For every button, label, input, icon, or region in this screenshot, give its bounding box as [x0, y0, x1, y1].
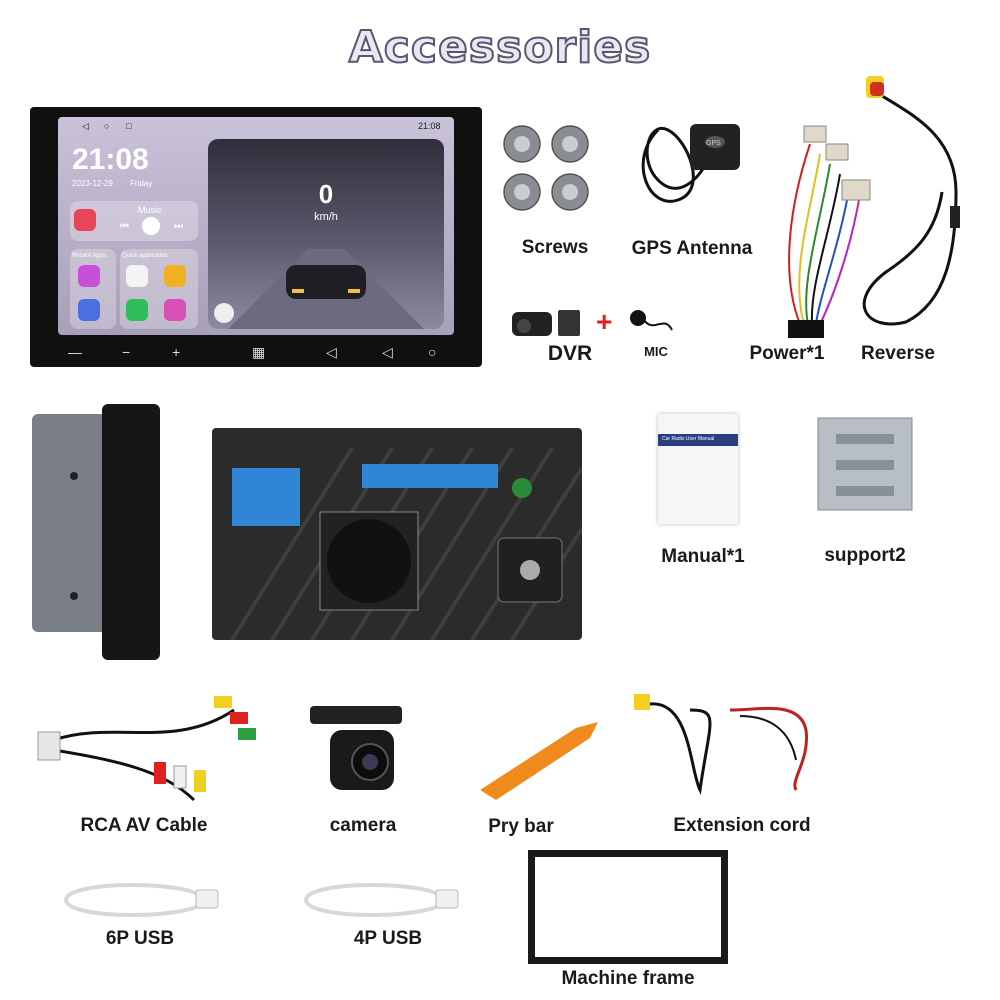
volume-down-icon[interactable]: — — [68, 344, 82, 360]
day: Friday — [130, 179, 153, 188]
unit-side-view-image — [32, 404, 160, 660]
plus-icon: + — [596, 306, 613, 337]
extension-cord-image — [634, 694, 809, 795]
page-title: Accessories — [348, 21, 652, 74]
speed-card: 0 km/h — [208, 139, 444, 329]
speed-unit: km/h — [314, 211, 338, 223]
power-harness-image — [788, 125, 871, 338]
mic-image — [630, 310, 673, 331]
rca-label: RCA AV Cable — [80, 815, 208, 836]
support-label: support2 — [824, 545, 906, 566]
music-label: Music — [138, 205, 162, 215]
extension-cord-label: Extension cord — [673, 815, 811, 836]
gps-antenna-image — [641, 124, 740, 203]
rear-camera-image — [310, 706, 402, 790]
quick-application-label: Quick application — [122, 253, 168, 259]
back-icon: ◁ — [82, 121, 89, 131]
usb-4p-image — [304, 883, 459, 917]
status-time: 21:08 — [418, 121, 441, 131]
video-app-icon[interactable] — [164, 299, 186, 321]
volume-up-button[interactable]: + — [172, 344, 181, 360]
machine-frame-image — [528, 850, 728, 964]
power-label: Power*1 — [749, 343, 825, 364]
home-icon: ○ — [104, 121, 110, 131]
reverse-label: Reverse — [861, 343, 935, 364]
nav-back2-icon[interactable]: ◁ — [382, 344, 393, 360]
volume-down-button[interactable]: − — [122, 344, 131, 360]
screws-image — [503, 125, 589, 211]
sync-icon[interactable] — [214, 303, 234, 323]
head-unit-navbar: — − + ▦ ◁ ◁ ○ — [30, 340, 482, 367]
next-icon[interactable]: ⏭ — [174, 221, 183, 232]
play-icon[interactable] — [142, 217, 160, 235]
rca-av-cable-image — [37, 696, 256, 802]
music-app-icon[interactable] — [74, 209, 96, 231]
play-store-icon[interactable] — [126, 265, 148, 287]
equalizer-app-icon[interactable] — [78, 265, 100, 287]
unit-back-panel-image — [212, 428, 582, 640]
screws-label: Screws — [521, 237, 589, 258]
apps-grid-icon[interactable]: ▦ — [252, 344, 266, 360]
camera-label: camera — [329, 815, 397, 836]
power-icon[interactable]: ○ — [428, 344, 437, 360]
mic-label: MIC — [644, 344, 668, 359]
usb-6p-image — [64, 883, 219, 917]
prev-icon[interactable]: ⏮ — [120, 221, 129, 232]
gps-badge: GPS — [706, 140, 721, 147]
speed-value: 0 — [318, 179, 334, 209]
support-brackets-image — [817, 417, 913, 511]
recent-apps-label: Recent Apps — [72, 253, 107, 259]
nav-back-icon[interactable]: ◁ — [326, 344, 337, 360]
clock: 21:08 — [72, 143, 149, 176]
phone-app-icon[interactable] — [126, 299, 148, 321]
status-bar: ◁ ○ □ 21:08 — [58, 117, 454, 135]
manual-cover-band — [658, 434, 738, 446]
head-unit-screen: ◁ ○ □ 21:08 21:08 2023-12-29 Friday Musi… — [58, 117, 454, 335]
reverse-cable-image — [862, 76, 960, 326]
usb-6p-label: 6P USB — [105, 928, 175, 949]
road-graphic — [228, 249, 424, 329]
manual-label: Manual*1 — [661, 546, 745, 567]
machine-frame-label: Machine frame — [561, 968, 695, 989]
radio-app-icon[interactable] — [164, 265, 186, 287]
dvr-label: DVR — [547, 342, 593, 365]
manual-cover-title: Car Radio User Manual — [662, 436, 715, 442]
dvr-camera-image — [512, 312, 552, 336]
recents-icon: □ — [126, 121, 132, 131]
usb-4p-label: 4P USB — [353, 928, 423, 949]
pry-bar-label: Pry bar — [488, 816, 554, 837]
pry-bar-image — [480, 722, 598, 800]
settings-app-icon[interactable] — [78, 299, 100, 321]
sd-card-icon — [558, 310, 580, 336]
gps-antenna-label: GPS Antenna — [631, 238, 753, 259]
date: 2023-12-29 — [72, 179, 113, 188]
manual-image: Car Radio User Manual — [658, 414, 738, 524]
